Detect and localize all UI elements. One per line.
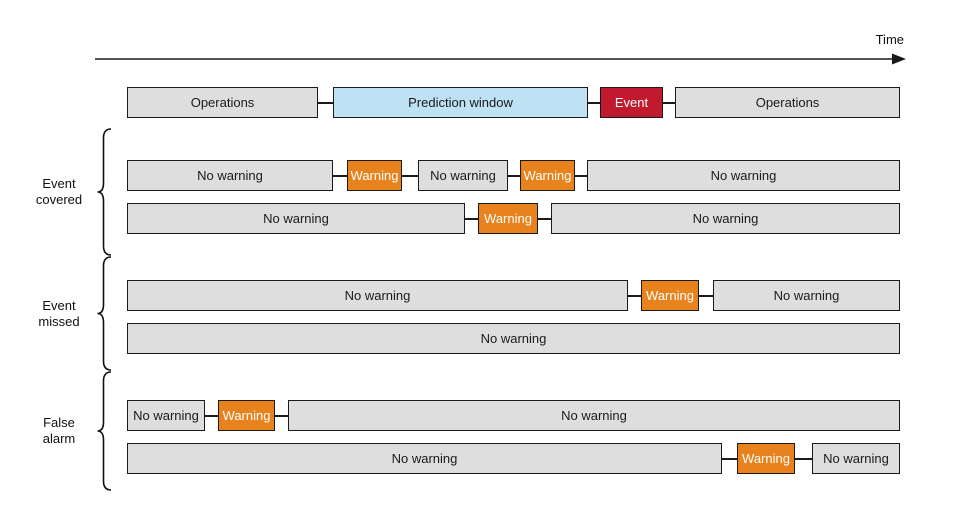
section-label-line: alarm bbox=[42, 431, 76, 446]
section-label-line: Event bbox=[42, 176, 76, 191]
connector-line bbox=[588, 101, 600, 104]
box-warning: Warning bbox=[218, 400, 275, 431]
connector-line bbox=[795, 457, 812, 460]
box-no-warning: No warning bbox=[127, 280, 628, 311]
section-label-line: False bbox=[43, 415, 75, 430]
connector-line bbox=[402, 174, 418, 177]
time-axis-arrow bbox=[95, 53, 906, 65]
box-operations: Operations bbox=[127, 87, 318, 118]
connector-line bbox=[663, 101, 675, 104]
connector-line bbox=[538, 217, 551, 220]
connector-line bbox=[722, 457, 737, 460]
brace-false-alarm bbox=[97, 371, 112, 491]
arrowhead-icon bbox=[892, 53, 906, 65]
brace-event-missed bbox=[97, 256, 112, 371]
connector-line bbox=[205, 414, 218, 417]
box-no-warning: No warning bbox=[127, 203, 465, 234]
connector-line bbox=[699, 294, 713, 297]
box-no-warning: No warning bbox=[551, 203, 900, 234]
box-warning: Warning bbox=[520, 160, 575, 191]
time-axis-label: Time bbox=[875, 32, 904, 47]
box-no-warning: No warning bbox=[127, 443, 722, 474]
brace-event-covered bbox=[97, 128, 112, 256]
connector-line bbox=[318, 101, 333, 104]
connector-line bbox=[508, 174, 520, 177]
section-label-line: Event bbox=[42, 297, 76, 313]
box-no-warning: No warning bbox=[418, 160, 508, 191]
box-event: Event bbox=[600, 87, 663, 118]
connector-line bbox=[575, 174, 587, 177]
box-prediction-window: Prediction window bbox=[333, 87, 588, 118]
box-warning: Warning bbox=[737, 443, 795, 474]
connector-line bbox=[333, 174, 347, 177]
box-no-warning: No warning bbox=[127, 323, 900, 354]
box-no-warning: No warning bbox=[587, 160, 900, 191]
section-label-line: covered bbox=[35, 192, 83, 207]
connector-line bbox=[465, 217, 478, 220]
connector-line bbox=[275, 414, 288, 417]
connector-line bbox=[628, 294, 641, 297]
box-no-warning: No warning bbox=[288, 400, 900, 431]
box-warning: Warning bbox=[478, 203, 538, 234]
box-operations: Operations bbox=[675, 87, 900, 118]
box-no-warning: No warning bbox=[713, 280, 900, 311]
box-warning: Warning bbox=[641, 280, 699, 311]
box-no-warning: No warning bbox=[127, 400, 205, 431]
box-no-warning: No warning bbox=[127, 160, 333, 191]
box-warning: Warning bbox=[347, 160, 402, 191]
box-no-warning: No warning bbox=[812, 443, 900, 474]
section-label-line: missed bbox=[38, 313, 80, 329]
